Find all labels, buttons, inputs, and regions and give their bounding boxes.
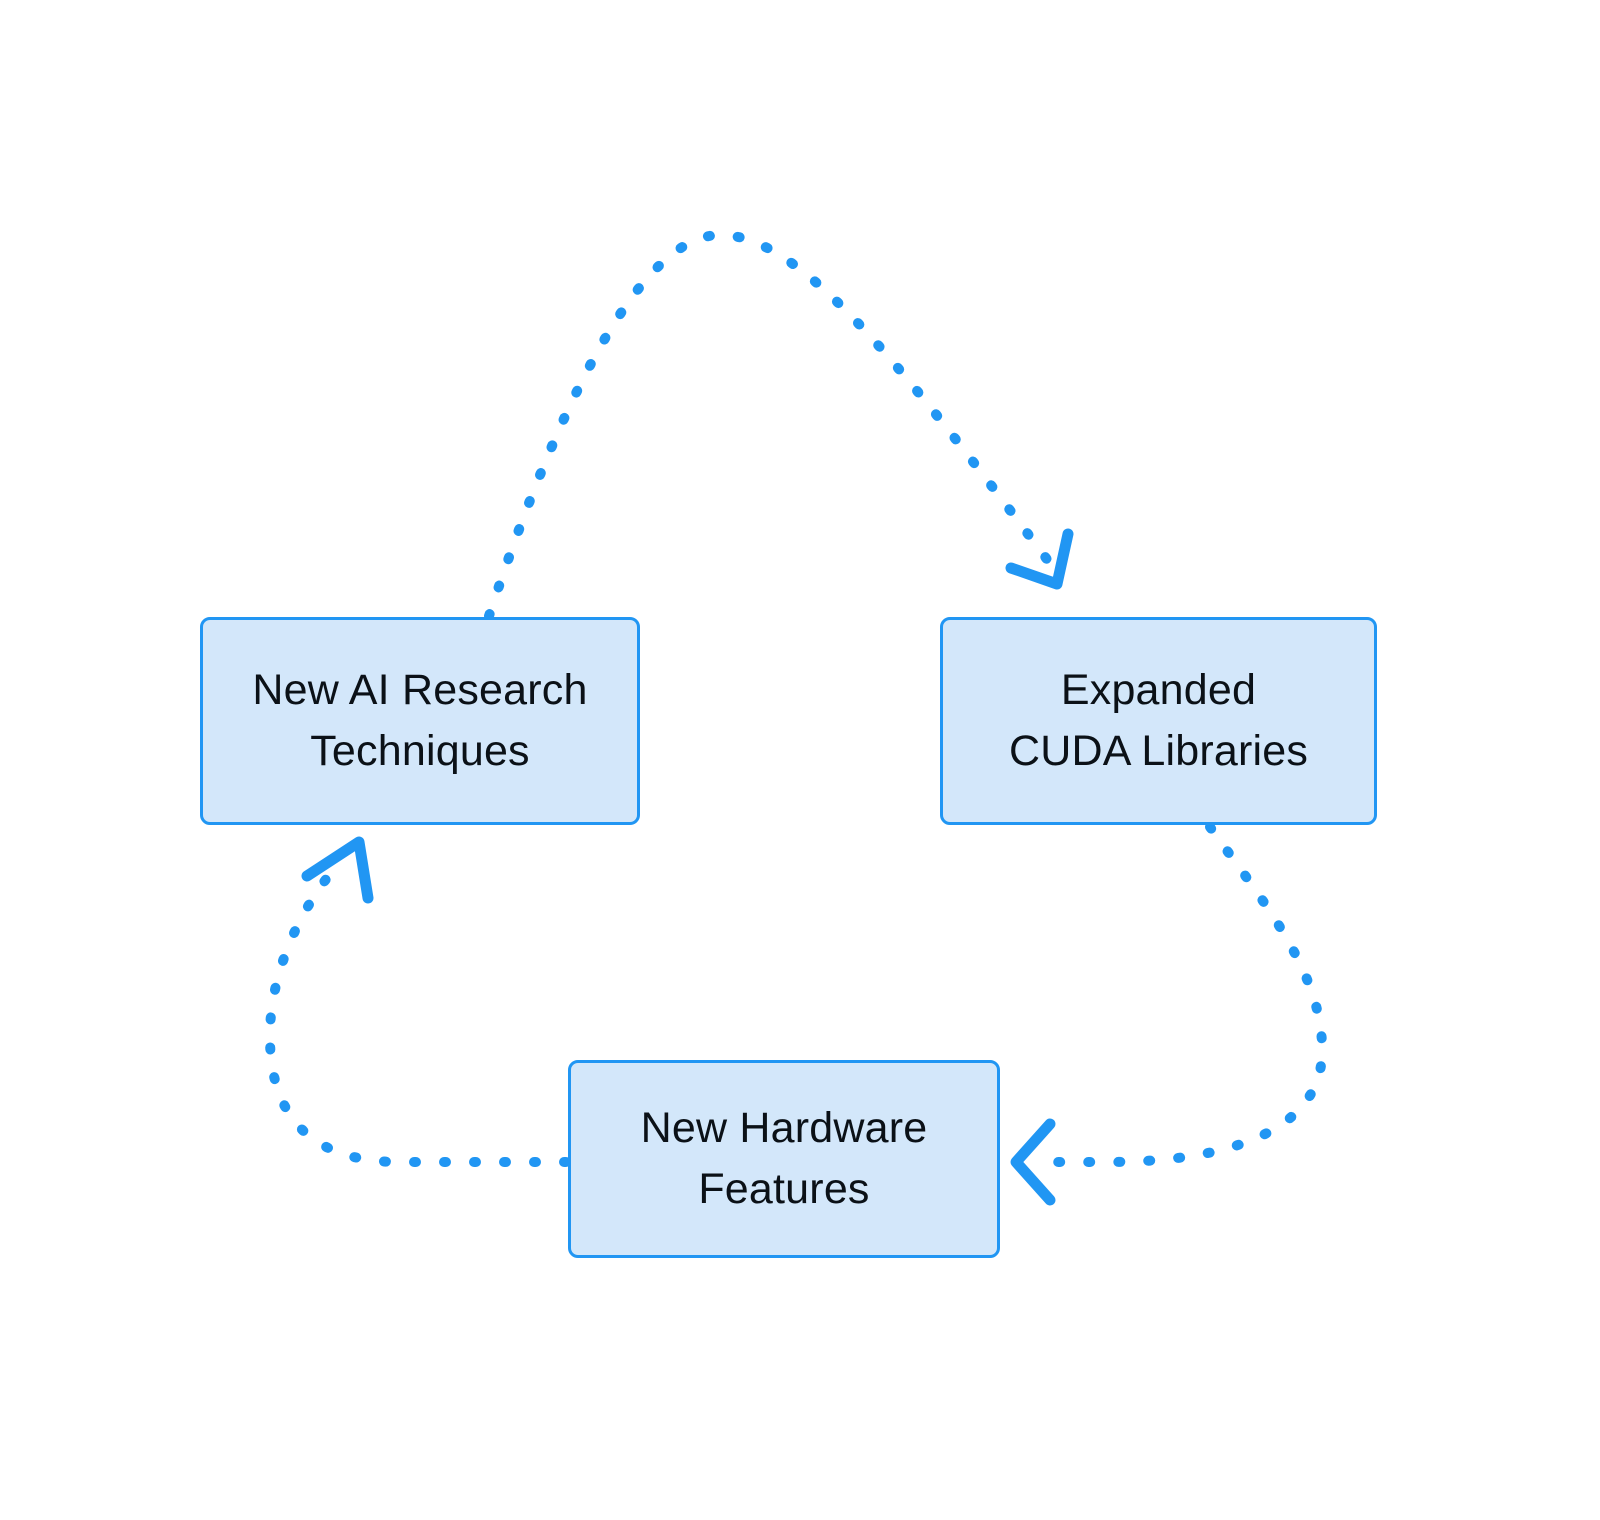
node-new-hardware-features[interactable]: New Hardware Features bbox=[568, 1060, 1000, 1258]
edge-research-to-cuda-arrowhead bbox=[1005, 528, 1074, 590]
edge-cuda-to-hardware-path bbox=[1040, 822, 1328, 1167]
edge-cuda-to-hardware-arrowhead bbox=[1010, 1118, 1056, 1206]
node-label-research: New AI Research Techniques bbox=[252, 665, 588, 775]
edge-research-to-cuda-path bbox=[484, 229, 1057, 621]
node-new-ai-research-techniques[interactable]: New AI Research Techniques bbox=[200, 617, 640, 825]
edge-hardware-to-research bbox=[264, 836, 571, 1167]
node-label-hardware: New Hardware Features bbox=[640, 1103, 928, 1213]
edge-hardware-to-research-path bbox=[264, 855, 571, 1167]
edge-cuda-to-hardware bbox=[1010, 822, 1328, 1206]
edge-research-to-cuda bbox=[484, 229, 1074, 621]
edge-hardware-to-research-arrowhead bbox=[301, 836, 374, 904]
node-expanded-cuda-libraries[interactable]: Expanded CUDA Libraries bbox=[940, 617, 1377, 825]
node-label-cuda: Expanded CUDA Libraries bbox=[1008, 665, 1309, 775]
